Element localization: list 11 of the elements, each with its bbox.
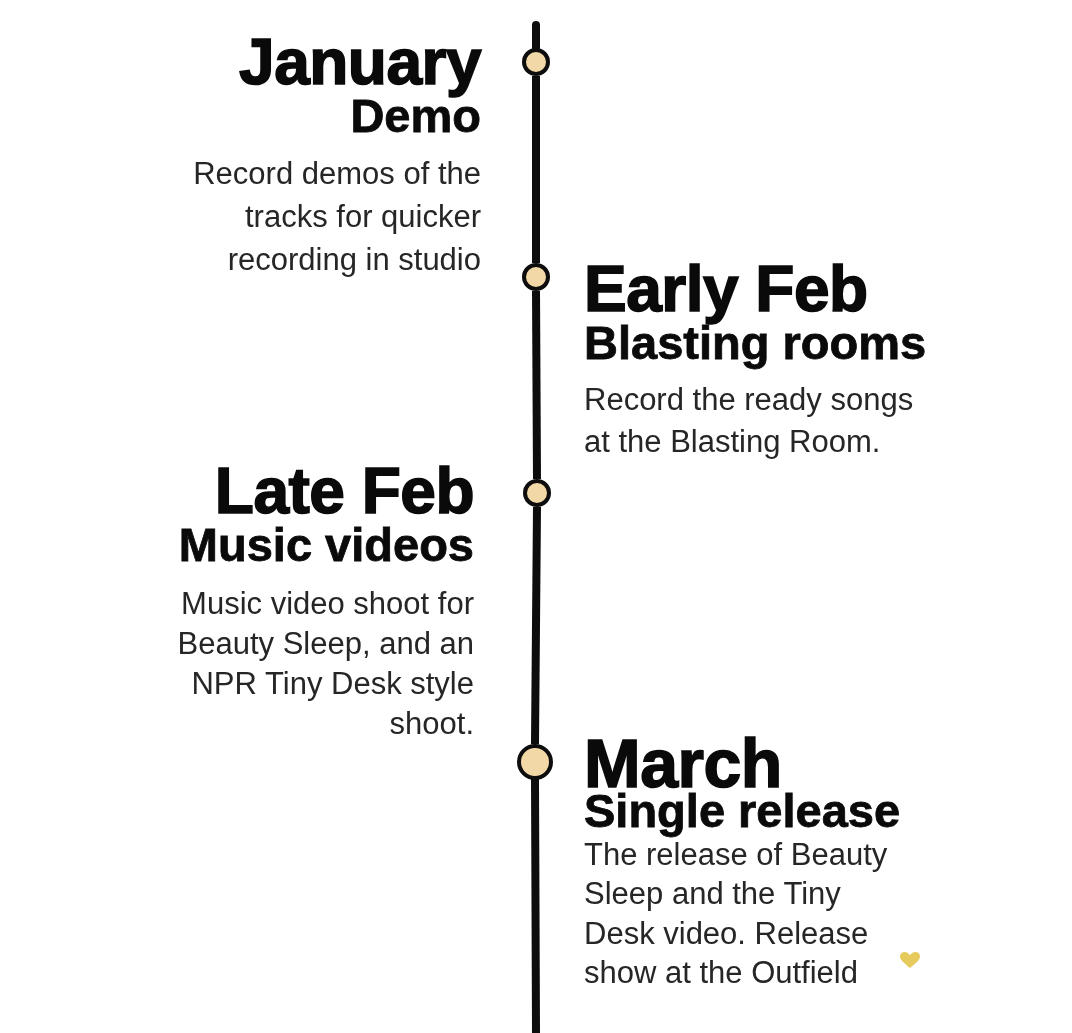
- timeline-marker: [523, 479, 551, 507]
- event-description: Record demos of the tracks for quicker recording in studio: [192, 154, 481, 279]
- event-description: Record the ready songs at the Blasting Room.: [584, 380, 915, 461]
- event-description: The release of Beauty Sleep and the Tiny Desk video. Release show at the Outfield: [584, 836, 889, 993]
- timeline-line: [532, 290, 541, 480]
- timeline-line: [532, 76, 540, 263]
- event-description: Music video shoot for Beauty Sleep, and an NPR Tiny Desk style shoot.: [176, 584, 474, 743]
- timeline-marker: [522, 263, 550, 291]
- timeline-marker: [522, 48, 550, 76]
- timeline-marker: [517, 744, 553, 780]
- timeline-line: [531, 506, 541, 745]
